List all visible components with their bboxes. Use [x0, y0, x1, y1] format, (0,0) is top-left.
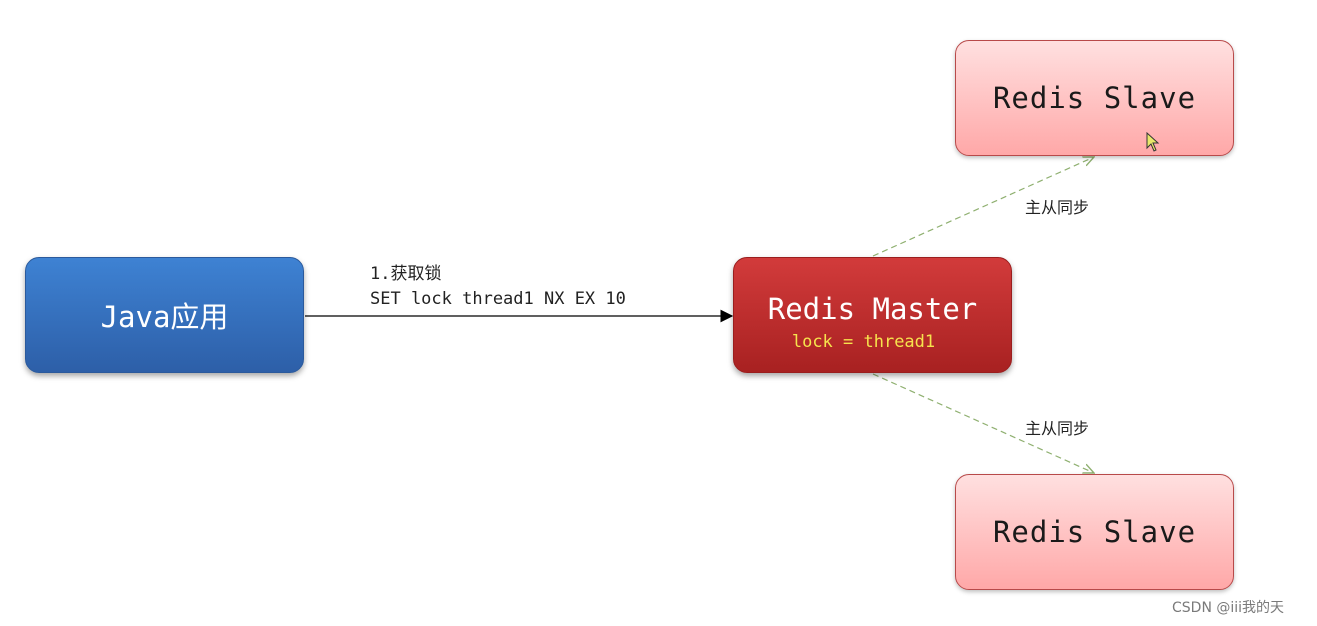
sync-arrow-top [872, 157, 1094, 257]
redis-master-node: Redis Master lock = thread1 [733, 257, 1012, 373]
lock-value-label: lock = thread1 [791, 332, 936, 352]
acquire-lock-command: SET lock thread1 NX EX 10 [370, 289, 626, 309]
acquire-lock-step: 1.获取锁 [370, 264, 442, 284]
sync-label-top: 主从同步 [1025, 198, 1090, 217]
redis-slave-label-bottom: Redis Slave [992, 515, 1197, 549]
sync-label-bottom: 主从同步 [1025, 419, 1090, 438]
java-app-label: Java应用 [100, 300, 229, 334]
redis-master-label: Redis Master [767, 292, 978, 326]
watermark: CSDN @iii我的天 [1172, 600, 1285, 616]
redis-slave-node-top: Redis Slave [955, 40, 1234, 156]
mouse-pointer-icon [1146, 131, 1160, 156]
redis-slave-label-top: Redis Slave [992, 81, 1197, 115]
sync-arrow-bottom [872, 373, 1094, 473]
redis-slave-node-bottom: Redis Slave [955, 474, 1234, 590]
acquire-lock-caption: 1.获取锁 SET lock thread1 NX EX 10 [370, 262, 626, 312]
java-app-node: Java应用 [25, 257, 304, 373]
